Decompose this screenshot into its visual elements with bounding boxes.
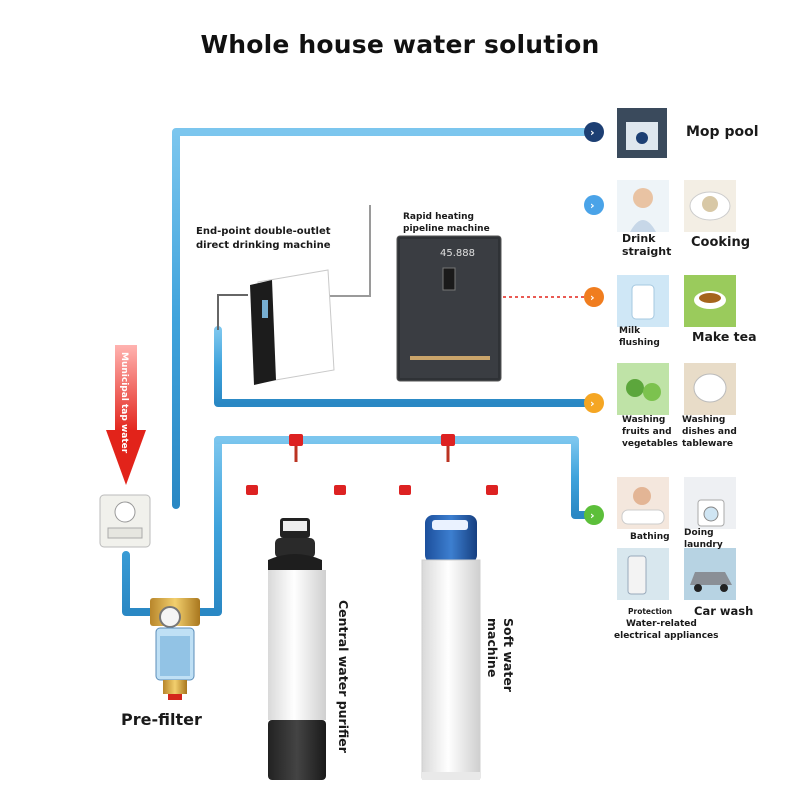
thumb-cooking-image [684, 180, 736, 232]
output-water-related-2: electrical appliances [614, 631, 719, 641]
pipe-mop-pool [172, 128, 594, 509]
prefilter-label: Pre-filter [121, 710, 202, 729]
output-dishes-3: tableware [682, 439, 733, 449]
output-laundry-1: Doing [684, 528, 714, 538]
output-mop-pool: Mop pool [686, 124, 759, 140]
page-title: Whole house water solution [200, 30, 600, 59]
rapid-label-line1: Rapid heating [403, 212, 474, 222]
pipes [122, 128, 594, 616]
rapid-heating-machine: 45.888 [396, 235, 502, 382]
output-drink-1: Drink [622, 232, 656, 245]
rapid-label-line2: pipeline machine [403, 224, 490, 234]
output-make-tea: Make tea [692, 329, 757, 344]
central-purifier [268, 518, 326, 780]
thumb-fruits-image [617, 363, 669, 415]
thumb-dishes-image [684, 363, 736, 415]
pre-filter [150, 598, 200, 700]
municipal-arrow [106, 345, 146, 485]
endpoint-drinking-machine [250, 269, 335, 385]
municipal-label: Municipal tap water [119, 352, 129, 454]
thumb-milk-image [617, 275, 669, 327]
output-fruits-3: vegetables [622, 439, 678, 449]
pipe-manifold [214, 436, 594, 519]
pipe-thin-feed [217, 294, 248, 330]
output-protection: Protection [628, 607, 673, 616]
output-dishes-1: Washing [682, 415, 726, 425]
output-cooking: Cooking [691, 235, 751, 250]
soft-water-label: Soft water machine [485, 618, 516, 692]
output-nodes: › › › › › [584, 122, 604, 525]
valves [246, 434, 498, 495]
output-bathing: Bathing [630, 532, 670, 542]
node-tea: › [584, 287, 604, 307]
svg-text:›: › [590, 291, 595, 304]
output-fruits-1: Washing [622, 415, 666, 425]
thumb-mop-pool-image [617, 108, 667, 158]
output-laundry-2: laundry [684, 540, 723, 550]
node-mop-pool: › [584, 122, 604, 142]
output-fruits-2: fruits and [622, 427, 672, 437]
output-drink-2: straight [622, 245, 672, 258]
node-wash: › [584, 393, 604, 413]
thumb-laundry-image [684, 477, 736, 529]
thumb-tea-image [684, 275, 736, 327]
svg-text:›: › [590, 126, 595, 139]
soft-water-machine [421, 515, 481, 780]
thumb-bathing-image [617, 477, 669, 529]
central-purifier-label: Central water purifier [336, 600, 351, 753]
endpoint-label-line2: direct drinking machine [196, 240, 331, 251]
output-water-related-1: Water-related [626, 619, 697, 629]
svg-text:›: › [590, 199, 595, 212]
output-milk-1: Milk [619, 326, 641, 336]
output-car-wash: Car wash [694, 604, 754, 618]
pipe-amber [214, 326, 594, 407]
pipe-thin-rapid [330, 205, 371, 297]
thumb-carwash-image [684, 548, 736, 600]
panel-readout: 45.888 [440, 248, 475, 259]
svg-text:›: › [590, 397, 595, 410]
water-meter [99, 494, 151, 548]
output-dishes-2: dishes and [682, 427, 737, 437]
thumb-drink-image [617, 180, 669, 232]
svg-text:›: › [590, 509, 595, 522]
node-bath: › [584, 505, 604, 525]
node-drink: › [584, 195, 604, 215]
thumb-appliances-image [617, 548, 669, 600]
endpoint-label-line1: End-point double-outlet [196, 226, 331, 237]
output-milk-2: flushing [619, 338, 660, 348]
